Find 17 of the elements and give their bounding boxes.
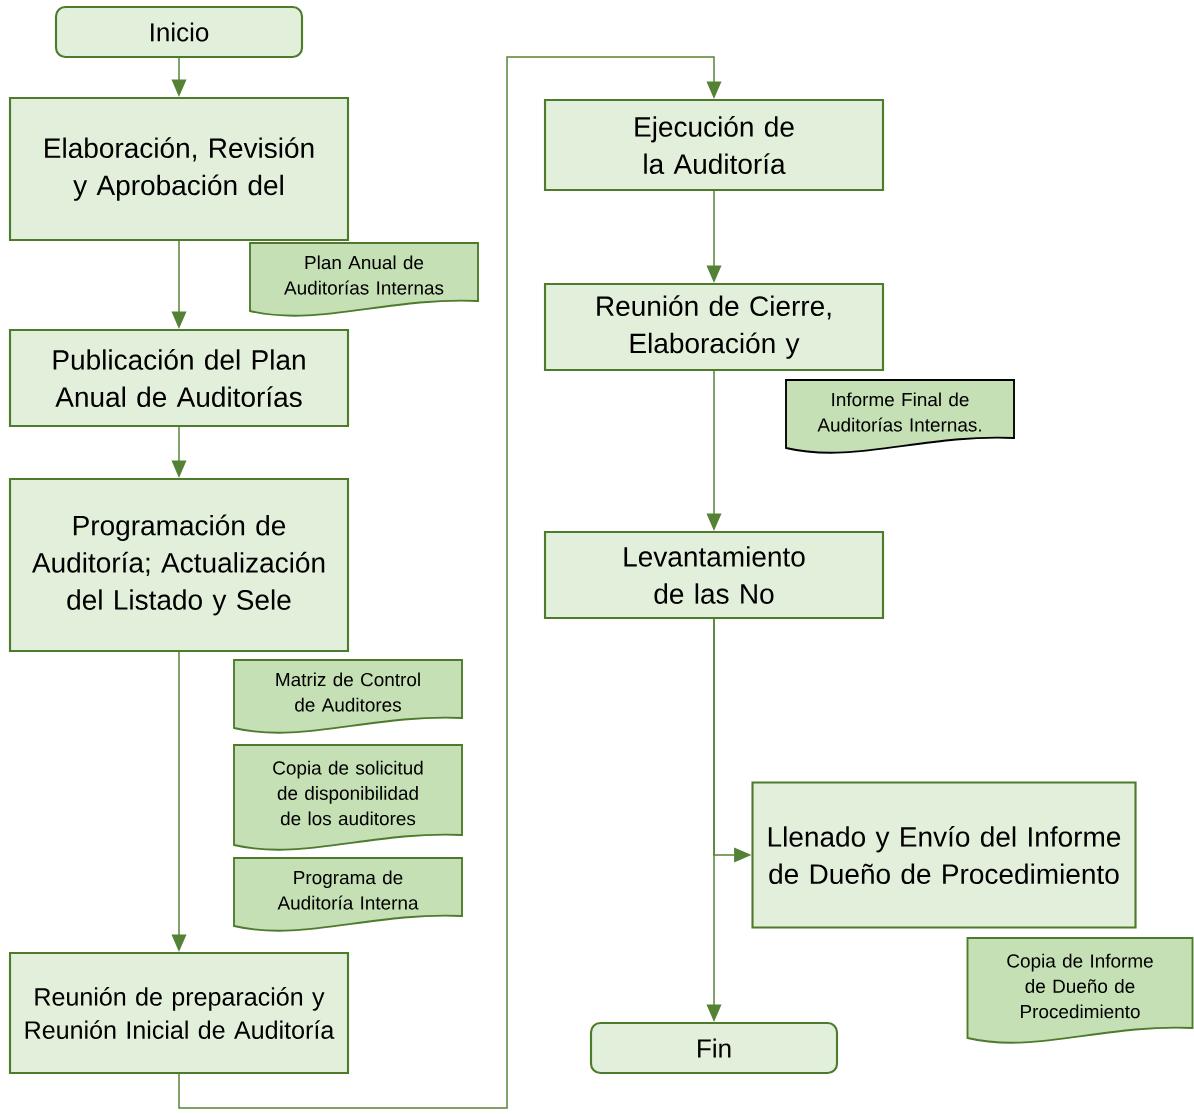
terminal-box: Inicio (54, 5, 304, 59)
process-box: Elaboración, Revisión y Aprobación del (8, 96, 350, 242)
document-box: Plan Anual de Auditorías Internas (249, 242, 479, 317)
document-box: Informe Final de Auditorías Internas. (785, 379, 1015, 454)
arrow (178, 56, 722, 1109)
process-box: Reunión de Cierre, Elaboración y (543, 282, 885, 372)
process-box: Publicación del Plan Anual de Auditorías (8, 328, 350, 428)
document-box: Matriz de Control de Auditores (233, 659, 463, 734)
document-box: Copia de solicitud de disponibilidad de los auditores (233, 744, 463, 851)
terminal-box: Fin (589, 1021, 839, 1075)
process-box: Reunión de preparación y Reunión Inicial de Auditoría (8, 951, 350, 1075)
process-box: Programación de Auditoría; Actualización del Listado y Sele (8, 477, 350, 653)
document-box: Copia de Informe de Dueño de Procedimiento (966, 937, 1194, 1044)
document-box: Programa de Auditoría Interna (233, 857, 463, 932)
process-box: Levantamiento de las No (543, 530, 885, 620)
process-box: Llenado y Envío del Informe de Dueño de Procedimiento (751, 781, 1137, 929)
process-box: Ejecución de la Auditoría (543, 98, 885, 192)
